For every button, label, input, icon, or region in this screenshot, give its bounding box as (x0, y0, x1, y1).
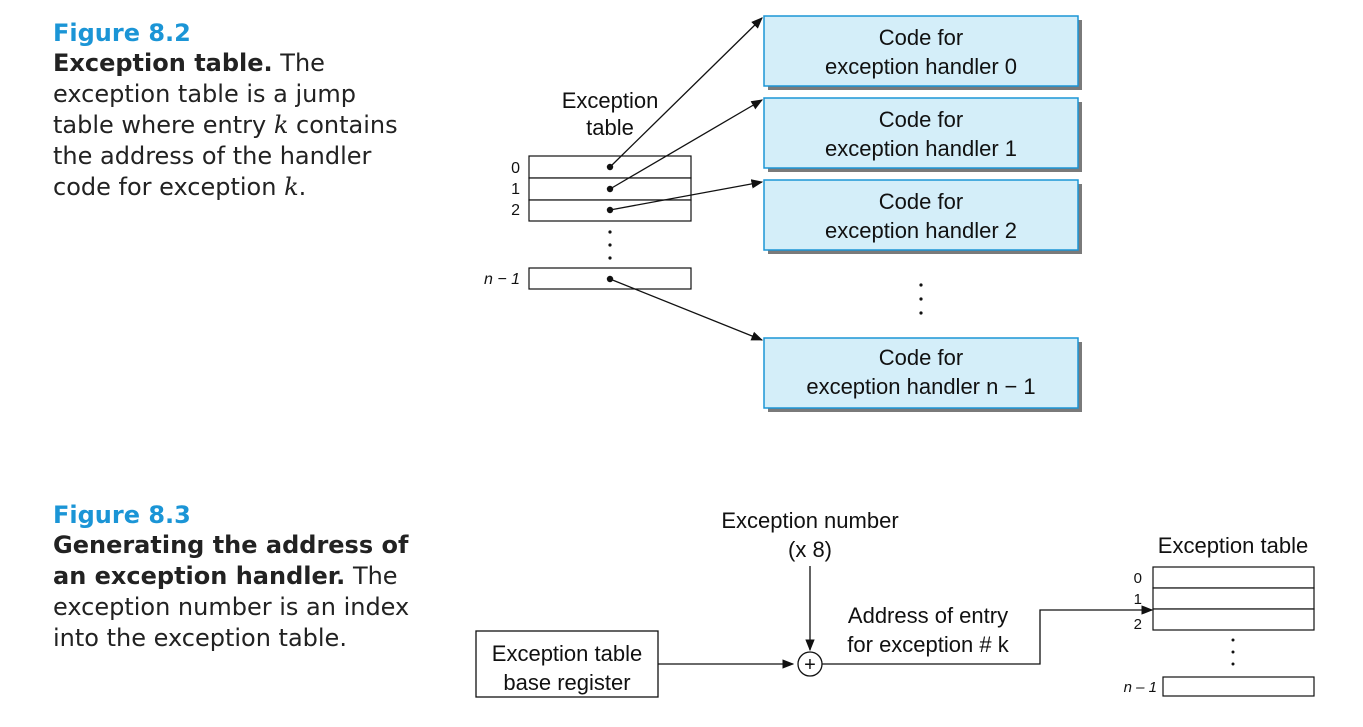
row-label-2: 2 (511, 202, 520, 219)
table-8-3-label-2: 2 (1134, 616, 1142, 633)
table-8-3-label-1: 1 (1134, 591, 1142, 608)
handler-2-line2: exception handler 2 (825, 218, 1017, 243)
base-register-line1: Exception table (492, 641, 642, 666)
arrow-to-handler-2 (609, 179, 764, 211)
handler-0-line1: Code for (879, 25, 963, 50)
adder-circle: + (797, 651, 823, 677)
exception-table-title-line2: table (586, 115, 634, 140)
figure-8-2-diagram: Exception table 0 1 2 n − 1 Code (484, 15, 1082, 412)
address-line1: Address of entry (848, 603, 1008, 628)
handler-ellipsis (919, 283, 923, 315)
table-8-3-row-2 (1152, 608, 1315, 631)
table-8-3-row-1 (1152, 587, 1315, 610)
figure-8-2-body-1: The exception table is a jump table wher… (53, 49, 356, 139)
figure-8-3-title: Generating the address of an exception h… (53, 531, 409, 590)
row-label-0: 0 (511, 160, 520, 177)
table-8-3-ellipsis (1231, 638, 1235, 666)
figure-8-2-k-variable-2: k (284, 173, 299, 201)
figure-8-3-table-title: Exception table (1158, 533, 1308, 558)
table-8-3-row-0 (1152, 566, 1315, 589)
table-8-3-row-n-1 (1162, 676, 1315, 697)
handler-0-line2: exception handler 0 (825, 54, 1017, 79)
figure-8-3-label: Figure 8.3 (53, 501, 191, 529)
figure-8-2-body-2: contains the address of the handler code… (53, 111, 398, 201)
figure-8-3-caption: Figure 8.3 Generating the address of an … (53, 500, 413, 654)
figure-8-3-text: Generating the address of an exception h… (53, 530, 413, 654)
handler-1-line2: exception handler 1 (825, 136, 1017, 161)
handler-box-n-1: Code for exception handler n − 1 (763, 337, 1082, 412)
figure-8-2-title: Exception table. (53, 49, 273, 77)
figure-8-2-k-variable: k (273, 111, 289, 139)
figure-8-2-text: Exception table. The exception table is … (53, 48, 413, 203)
figure-8-2-caption: Figure 8.2 Exception table. The exceptio… (53, 18, 413, 203)
base-register-line2: base register (503, 670, 630, 695)
exception-number-line1: Exception number (721, 508, 898, 533)
exception-table-title-line1: Exception (562, 88, 659, 113)
table-ellipsis (608, 230, 612, 260)
base-register-box: Exception table base register (475, 630, 659, 698)
table-8-3-label-n-1: n – 1 (1124, 679, 1157, 696)
figure-8-2-label: Figure 8.2 (53, 19, 191, 47)
row-label-1: 1 (511, 181, 520, 198)
arrow-to-handler-0 (609, 17, 763, 168)
handler-n-1-line2: exception handler n − 1 (806, 374, 1035, 399)
handler-box-0: Code for exception handler 0 (763, 15, 1082, 90)
figure-8-3-body: The exception number is an index into th… (53, 562, 410, 652)
table-8-3-label-0: 0 (1134, 570, 1142, 587)
handler-n-1-line1: Code for (879, 345, 963, 370)
handler-1-line1: Code for (879, 107, 963, 132)
figure-8-2-period: . (298, 173, 307, 201)
figure-8-3-diagram: Exception number (x 8) Exception table b… (475, 508, 1315, 698)
adder-symbol: + (804, 654, 816, 676)
handler-2-line1: Code for (879, 189, 963, 214)
handler-box-2: Code for exception handler 2 (763, 179, 1082, 254)
address-line2: for exception # k (847, 632, 1009, 657)
handler-box-1: Code for exception handler 1 (763, 97, 1082, 172)
exception-number-line2: (x 8) (788, 537, 832, 562)
address-to-table-arrow (822, 605, 1154, 665)
arrow-to-handler-1 (609, 99, 764, 190)
arrow-to-handler-n-1 (609, 278, 764, 341)
row-label-n-1: n − 1 (484, 271, 520, 288)
